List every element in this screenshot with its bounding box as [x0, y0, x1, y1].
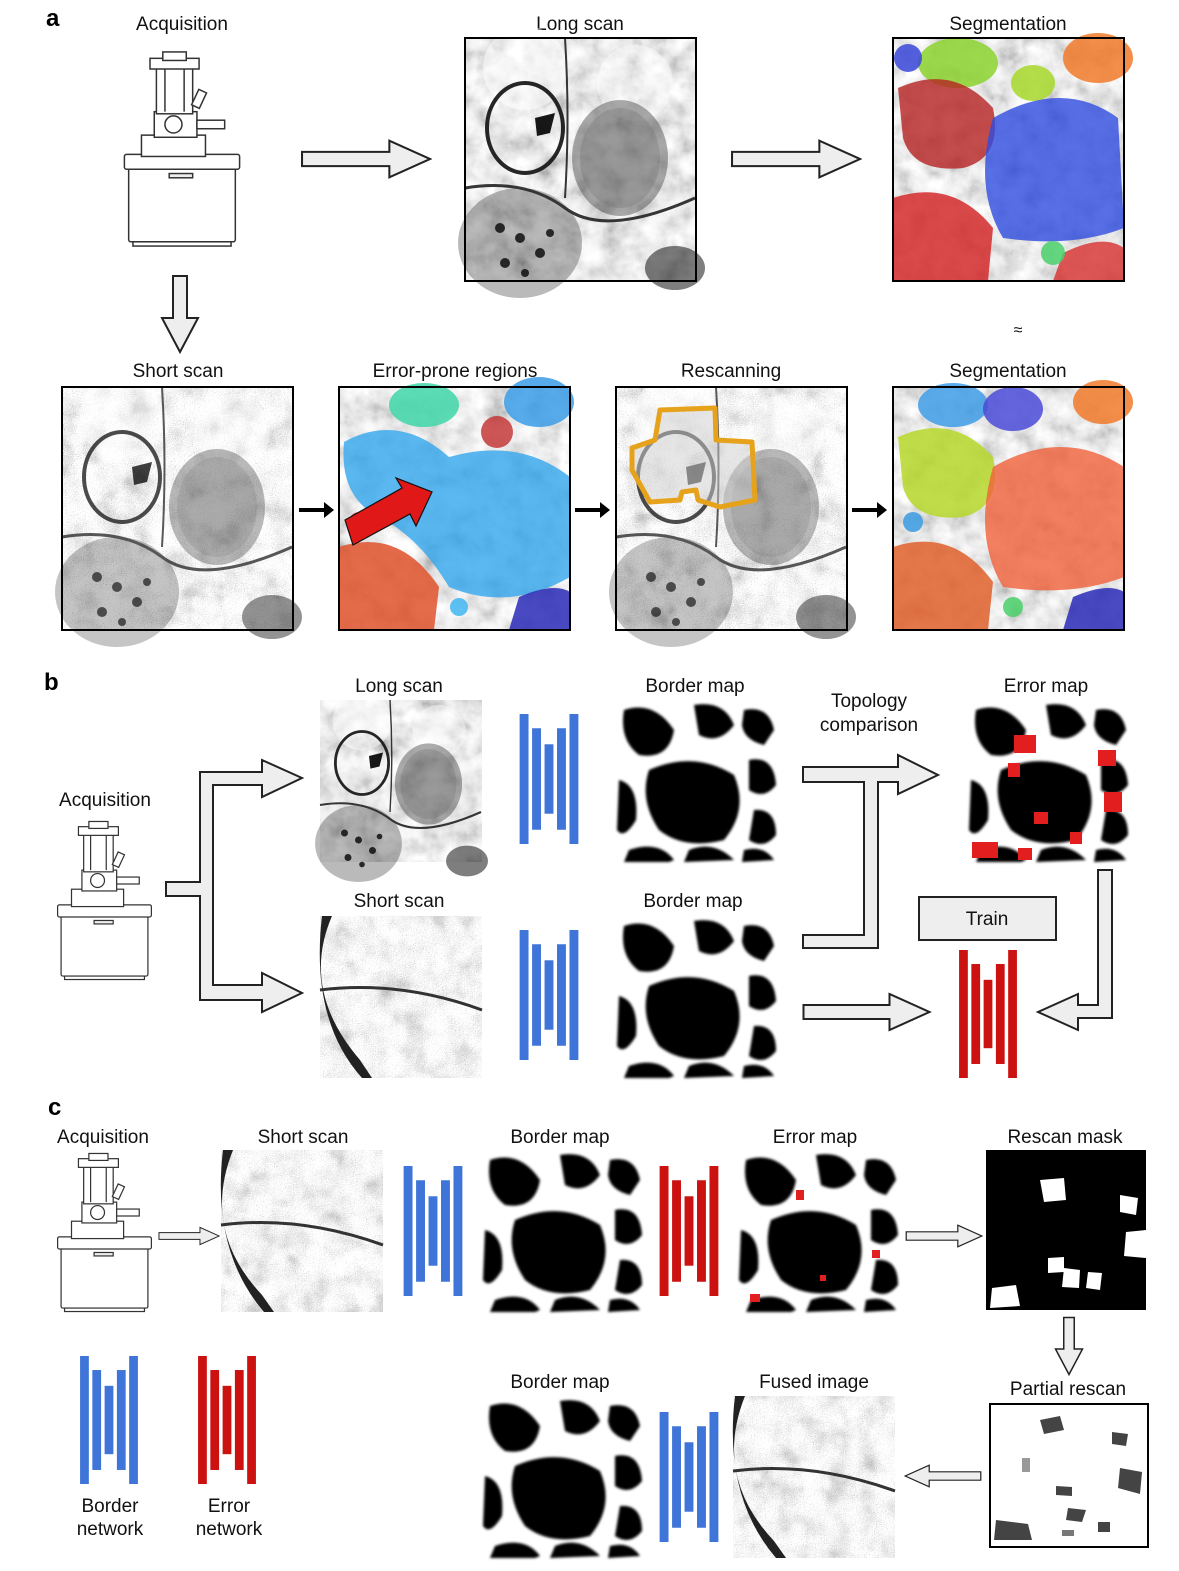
panel-letter-a: a	[46, 5, 60, 32]
long-scan-image	[456, 24, 707, 300]
train-label: Train	[966, 909, 1009, 930]
label-long-scan-a: Long scan	[536, 14, 624, 35]
label-error-prone: Error-prone regions	[373, 361, 538, 382]
border-map-image-b1	[614, 700, 776, 862]
arrow-acq-to-long	[300, 139, 432, 179]
label-rescan-mask: Rescan mask	[1007, 1127, 1123, 1148]
arrow-errormap-to-mask	[905, 1224, 983, 1248]
segmentation-bottom-image	[892, 380, 1133, 631]
legend-border-line1: Border	[81, 1496, 139, 1517]
short-scan-image-a	[53, 373, 304, 649]
legend-border-line2: network	[77, 1519, 144, 1540]
error-map-image-c	[736, 1150, 898, 1312]
arrow-acq-to-short	[161, 275, 199, 353]
short-scan-image-b	[319, 916, 483, 1078]
panel-letter-c: c	[48, 1094, 61, 1121]
border-network-icon-b2	[519, 930, 579, 1060]
arrow-acq-to-short-c	[158, 1226, 220, 1246]
border-network-icon-c1	[403, 1166, 463, 1296]
label-error-map-b: Error map	[1004, 676, 1088, 697]
arrow-mask-to-partial	[1054, 1316, 1084, 1376]
microscope-icon	[123, 51, 241, 247]
topology-arrow	[802, 753, 941, 949]
label-rescanning: Rescanning	[681, 361, 781, 382]
label-acquisition-c: Acquisition	[57, 1127, 149, 1148]
label-border-map-b1: Border map	[645, 676, 744, 697]
label-partial-rescan: Partial rescan	[1010, 1379, 1126, 1400]
arrow-border-to-train	[802, 992, 931, 1032]
label-short-scan-a: Short scan	[133, 361, 224, 382]
panel-a-small-arrows	[299, 502, 887, 518]
error-prone-image	[338, 377, 574, 631]
label-error-map-c: Error map	[773, 1127, 857, 1148]
error-map-image-b	[966, 700, 1128, 862]
label-long-scan-b: Long scan	[355, 676, 443, 697]
border-map-image-b2	[614, 916, 776, 1078]
microscope-icon-b	[56, 820, 153, 981]
arrow-partial-to-fused	[904, 1464, 982, 1488]
panel-b: b Acquisition Long scan Border map Topol…	[44, 669, 1128, 1078]
border-map-image-c1	[480, 1150, 642, 1312]
legend-error-network-icon	[198, 1356, 256, 1484]
panel-letter-b: b	[44, 669, 59, 696]
long-scan-image-b	[313, 690, 490, 884]
label-topology-2: comparison	[820, 715, 918, 736]
legend-border-network-icon	[80, 1356, 138, 1484]
error-pointer-arrow	[344, 476, 433, 546]
label-segmentation-bottom: Segmentation	[949, 361, 1066, 382]
partial-rescan-image	[989, 1403, 1149, 1548]
border-network-icon-b1	[519, 714, 579, 844]
label-acquisition-b: Acquisition	[59, 790, 151, 811]
rescan-mask-image	[986, 1150, 1146, 1310]
short-scan-image-c	[220, 1150, 384, 1312]
fused-image	[732, 1396, 896, 1558]
split-arrow	[165, 758, 305, 1014]
microscope-icon-c	[56, 1152, 153, 1313]
label-short-scan-b: Short scan	[354, 891, 445, 912]
label-segmentation-top: Segmentation	[949, 14, 1066, 35]
panel-a: a Acquisition Long scan Segmentation	[46, 5, 1133, 649]
label-short-scan-c: Short scan	[258, 1127, 349, 1148]
legend: Border network Error network	[77, 1356, 263, 1540]
label-border-map-c2: Border map	[510, 1372, 609, 1393]
train-box: Train	[918, 896, 1057, 941]
label-border-map-b2: Border map	[643, 891, 742, 912]
rescan-outline	[629, 405, 758, 510]
border-map-image-c2	[480, 1396, 642, 1558]
label-topology-1: Topology	[831, 691, 908, 712]
label-border-map-c1: Border map	[510, 1127, 609, 1148]
legend-error-line2: network	[196, 1519, 263, 1540]
error-network-icon-b	[959, 950, 1017, 1078]
panel-c: c Acquisition Short scan Border map Erro…	[48, 1094, 1149, 1558]
border-network-icon-c2	[659, 1412, 719, 1542]
legend-error-line1: Error	[208, 1496, 251, 1517]
label-acquisition-a: Acquisition	[136, 14, 228, 35]
label-fused-image: Fused image	[759, 1372, 869, 1393]
arrow-errormap-to-train	[1035, 869, 1113, 1032]
error-network-icon-c	[659, 1166, 719, 1296]
approx-symbol: ≈	[1014, 322, 1023, 339]
segmentation-top-image	[892, 33, 1133, 282]
arrow-long-to-seg	[730, 139, 862, 179]
rescanning-image	[607, 373, 858, 649]
